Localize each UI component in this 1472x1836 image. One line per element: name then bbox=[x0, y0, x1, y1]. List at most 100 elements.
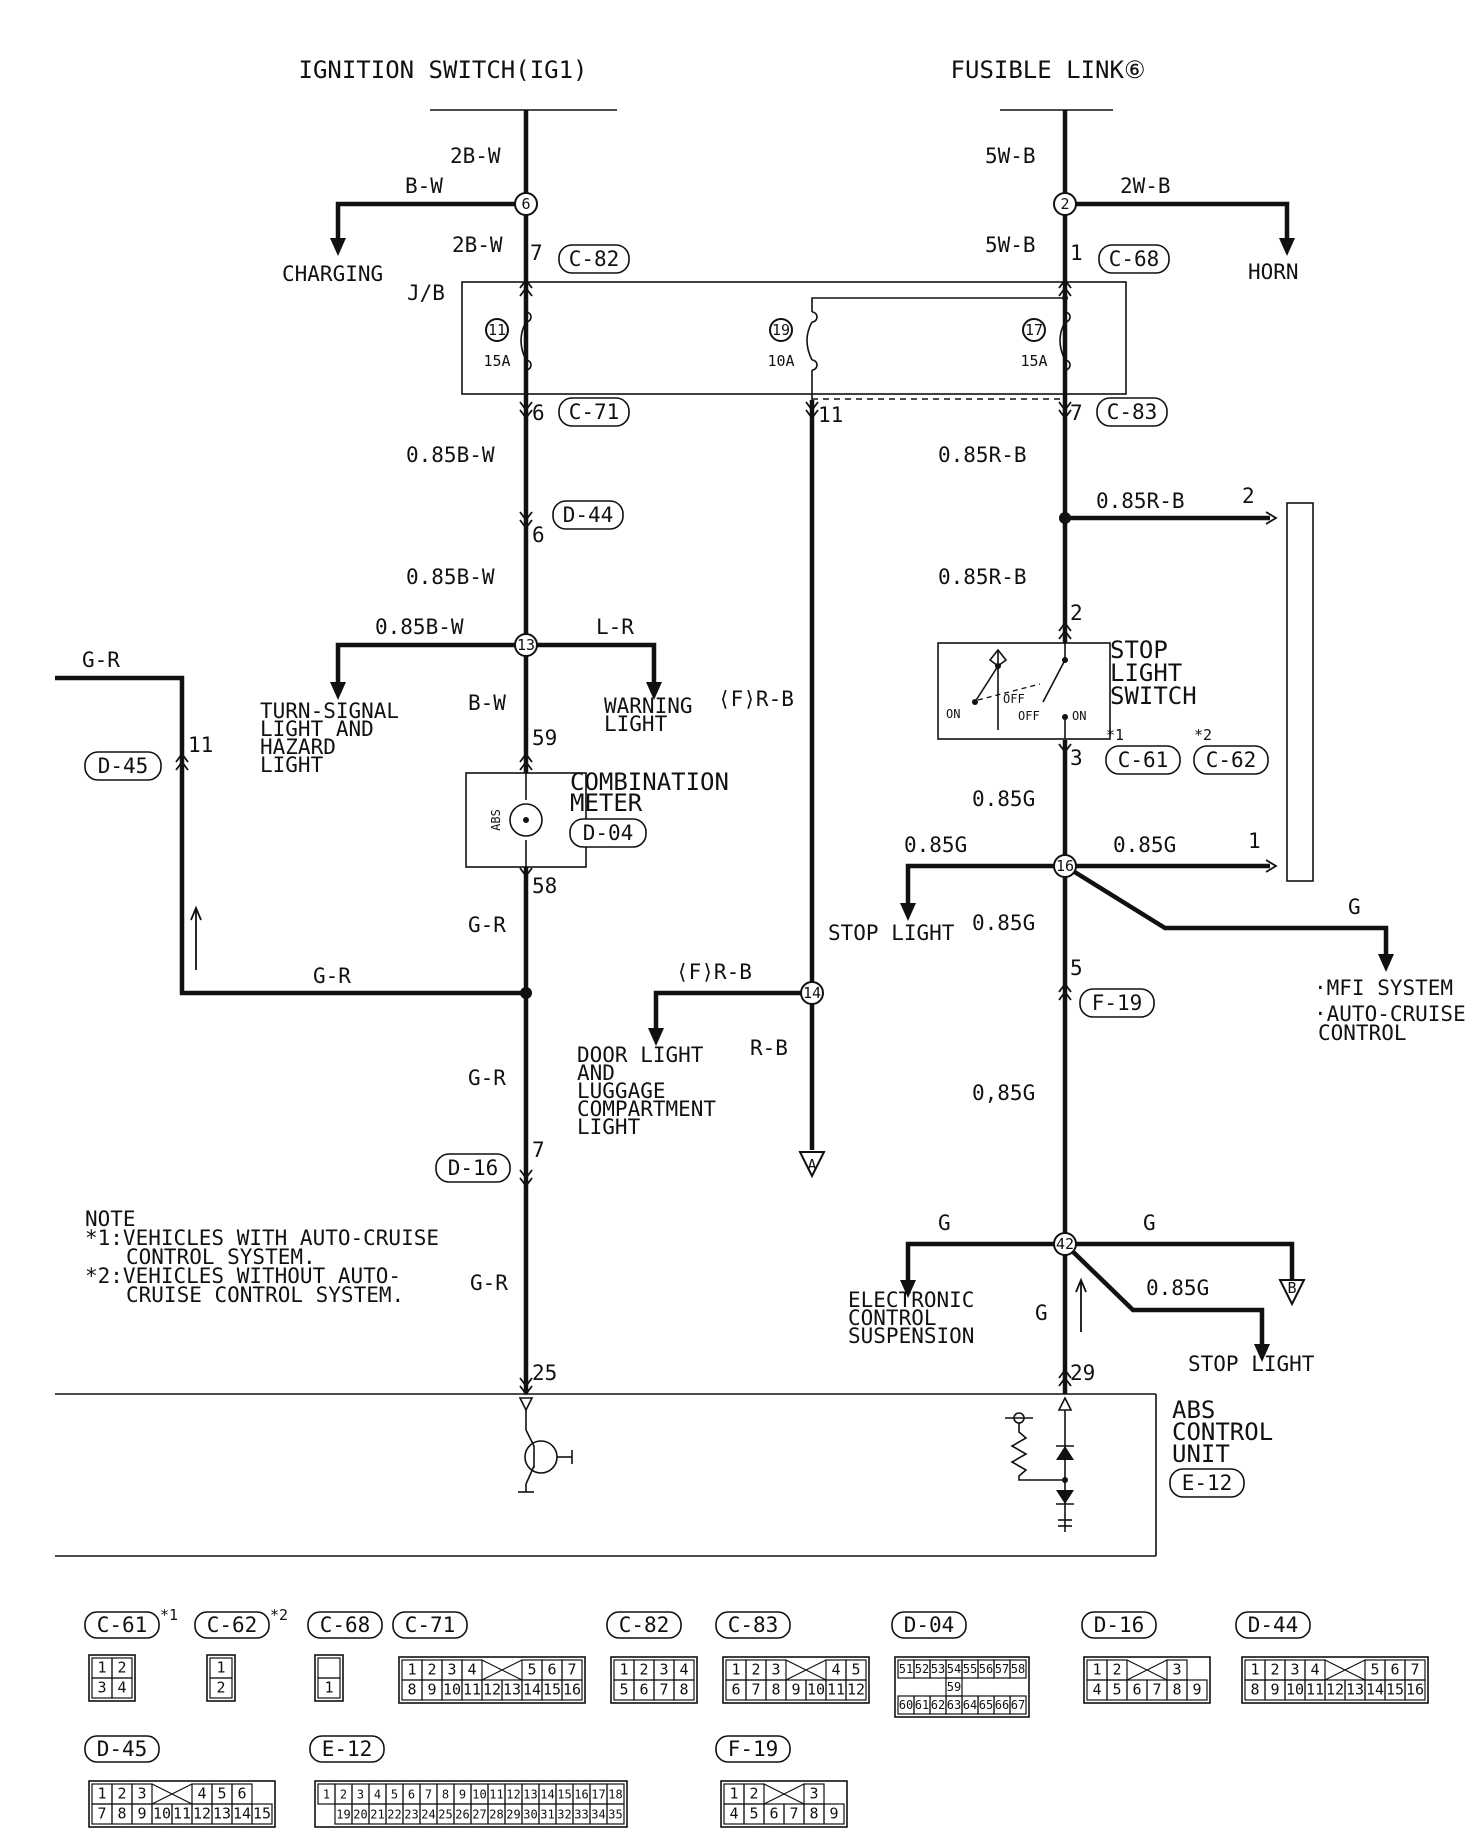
svg-text:6: 6 bbox=[521, 195, 530, 213]
svg-text:14: 14 bbox=[803, 984, 821, 1002]
d44-pin: 5 bbox=[1370, 1660, 1379, 1678]
combination-meter: ABS COMBINATION METER bbox=[465, 768, 729, 868]
svg-text:2: 2 bbox=[1070, 601, 1083, 625]
connector-b-arrow-icon bbox=[1278, 1279, 1306, 1307]
c61-pin: 4 bbox=[117, 1678, 126, 1696]
stop-light-switch-label-3: SWITCH bbox=[1110, 682, 1197, 710]
splice-16 bbox=[1053, 854, 1077, 878]
e12-pin: 18 bbox=[608, 1787, 622, 1801]
d45-pin: 11 bbox=[173, 1804, 191, 1822]
c83-tag: C-83 bbox=[715, 1611, 791, 1639]
connector-a-arrow-icon bbox=[798, 1151, 826, 1179]
c82-pin: 7 bbox=[659, 1680, 668, 1698]
c83-tag-label: C-83 bbox=[728, 1613, 779, 1637]
svg-text:0.85B-W: 0.85B-W bbox=[406, 443, 495, 467]
horn-arrow-icon bbox=[1279, 238, 1295, 256]
d04-pin: 55 bbox=[963, 1662, 977, 1676]
charging-label: CHARGING bbox=[282, 262, 383, 286]
d45-pin: 4 bbox=[197, 1784, 206, 1802]
d16-pin: 2 bbox=[1112, 1660, 1121, 1678]
abs-lamp-label: ABS bbox=[489, 809, 503, 831]
svg-text:3: 3 bbox=[1070, 746, 1083, 770]
svg-text:B-W: B-W bbox=[468, 691, 506, 715]
d44-pin: 4 bbox=[1310, 1660, 1319, 1678]
d45-pin: 9 bbox=[137, 1804, 146, 1822]
svg-text:SUSPENSION: SUSPENSION bbox=[848, 1324, 974, 1348]
e12-pin: 20 bbox=[353, 1807, 367, 1821]
d04-pin: 65 bbox=[979, 1698, 993, 1712]
d44-pin: 1 bbox=[1250, 1660, 1259, 1678]
svg-text:1: 1 bbox=[1248, 829, 1261, 853]
svg-text:LIGHT: LIGHT bbox=[260, 753, 324, 777]
c61-pin: 3 bbox=[97, 1678, 106, 1696]
svg-text:B: B bbox=[1287, 1279, 1296, 1297]
c71-pin: 13 bbox=[503, 1680, 521, 1698]
tag-d04: D-04 bbox=[583, 821, 634, 845]
svg-text:0.85B-W: 0.85B-W bbox=[375, 615, 464, 639]
middle-trunk-wires bbox=[648, 400, 826, 1179]
c71-pin: 11 bbox=[463, 1680, 481, 1698]
abs-control-unit-label-1: ABS bbox=[1172, 1396, 1215, 1424]
f19-pin: 1 bbox=[729, 1784, 738, 1802]
e12-pin: 16 bbox=[574, 1787, 588, 1801]
svg-text:R-B: R-B bbox=[750, 1036, 788, 1060]
svg-text:2: 2 bbox=[1242, 484, 1255, 508]
stop-light-switch-label-1: STOP bbox=[1110, 636, 1168, 664]
d04-pin: 51 bbox=[899, 1662, 913, 1676]
tag-c82: C-82 bbox=[569, 247, 620, 271]
svg-text:2B-W: 2B-W bbox=[452, 233, 503, 257]
d16-pin: 7 bbox=[1152, 1680, 1161, 1698]
d04-pin: 54 bbox=[947, 1662, 961, 1676]
c83-pin: 8 bbox=[771, 1680, 780, 1698]
svg-text:CONTROL: CONTROL bbox=[1318, 1021, 1407, 1045]
stop-light-label: STOP LIGHT bbox=[828, 921, 955, 945]
svg-text:7: 7 bbox=[1070, 401, 1083, 425]
d16-pin: 5 bbox=[1112, 1680, 1121, 1698]
svg-text:G: G bbox=[1035, 1301, 1048, 1325]
e12-pin: 6 bbox=[408, 1787, 415, 1801]
d16-tag: D-16 bbox=[1081, 1611, 1157, 1639]
e12-pin: 29 bbox=[506, 1807, 520, 1821]
e12-pin: 34 bbox=[591, 1807, 605, 1821]
tag-c68: C-68 bbox=[1109, 247, 1160, 271]
c83-pin: 10 bbox=[807, 1680, 825, 1698]
d04-pin: 63 bbox=[947, 1698, 961, 1712]
fuse-11: 11 15A bbox=[483, 282, 532, 394]
f19-pin: 6 bbox=[769, 1804, 778, 1822]
svg-text:L-R: L-R bbox=[596, 615, 634, 639]
d04-pin: 53 bbox=[931, 1662, 945, 1676]
d04-pin: 60 bbox=[899, 1698, 913, 1712]
e12-pin: 27 bbox=[472, 1807, 486, 1821]
e12-tag-label: E-12 bbox=[322, 1737, 373, 1761]
stop-light-switch: ON OFF OFF ON STOP LIGHT SWITCH bbox=[937, 636, 1197, 740]
e12-pin: 13 bbox=[523, 1787, 537, 1801]
f19-tag: F-19 bbox=[715, 1735, 791, 1763]
d45-pin: 8 bbox=[117, 1804, 126, 1822]
d44-pin: 10 bbox=[1286, 1680, 1304, 1698]
e12-pin: 35 bbox=[608, 1807, 622, 1821]
d45-tag-label: D-45 bbox=[97, 1737, 148, 1761]
svg-text:ON: ON bbox=[1072, 709, 1086, 723]
svg-text:CRUISE CONTROL SYSTEM.: CRUISE CONTROL SYSTEM. bbox=[126, 1283, 404, 1307]
d04-pin: 57 bbox=[995, 1662, 1009, 1676]
c82-pin: 2 bbox=[639, 1660, 648, 1678]
svg-text:AND: AND bbox=[577, 1061, 615, 1085]
c71-pin: 14 bbox=[523, 1680, 541, 1698]
e12-pin: 33 bbox=[574, 1807, 588, 1821]
svg-text:G: G bbox=[1143, 1211, 1156, 1235]
svg-text:10A: 10A bbox=[767, 352, 794, 370]
e12-pin: 28 bbox=[489, 1807, 503, 1821]
d44-pin: 12 bbox=[1326, 1680, 1344, 1698]
svg-text:NOTE: NOTE bbox=[85, 1207, 136, 1231]
splice-6 bbox=[514, 192, 538, 216]
c71-pin: 2 bbox=[427, 1660, 436, 1678]
d45-pin: 7 bbox=[97, 1804, 106, 1822]
svg-text:OFF: OFF bbox=[1003, 692, 1025, 706]
e12-pin: 22 bbox=[387, 1807, 401, 1821]
fuse-19: 19 10A bbox=[767, 297, 1065, 400]
svg-text:G-R: G-R bbox=[468, 913, 506, 937]
svg-text:59: 59 bbox=[532, 726, 557, 750]
